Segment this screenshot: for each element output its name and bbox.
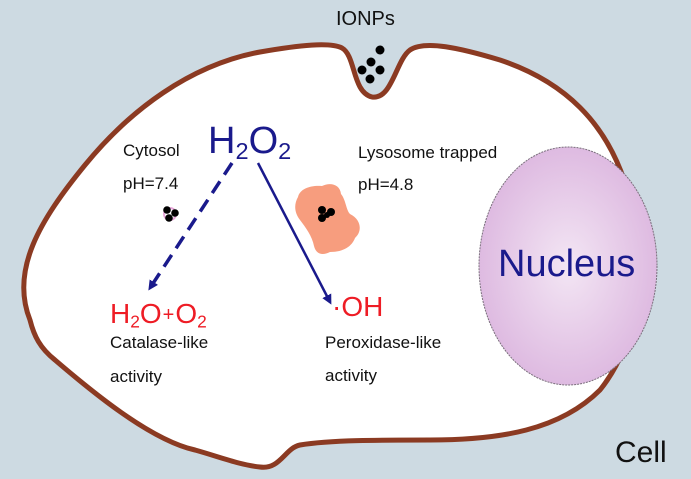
ionp-particle (318, 214, 326, 222)
ionp-particle (366, 57, 376, 67)
ionp-particle (357, 65, 367, 75)
ionp-particle (163, 206, 171, 214)
peroxidase-activity-line1: Peroxidase-like (325, 333, 442, 352)
cytosol-label: Cytosol (123, 141, 180, 160)
catalase-arrow (148, 162, 234, 291)
lysosome-label: Lysosome trapped (358, 143, 498, 162)
ionp-particle (365, 74, 375, 84)
h2o2-reactant: H2O2 (208, 120, 292, 164)
cell-label: Cell (615, 436, 667, 469)
ionp-particle (375, 45, 385, 55)
ionp-particle (375, 65, 385, 75)
lysosome (295, 184, 360, 254)
peroxidase-arrow (256, 162, 332, 305)
hydroxyl-radical-product: ·OH (332, 291, 384, 322)
ionp-cluster-cytosol (163, 206, 179, 222)
catalase-activity-line2: activity (110, 367, 162, 386)
cytosol-ph-label: pH=7.4 (123, 174, 179, 193)
lysosome-ph-label: pH=4.8 (358, 175, 414, 194)
ionp-particle (324, 212, 330, 218)
catalase-activity-line1: Catalase-like (110, 333, 209, 352)
ionp-particle (165, 214, 173, 222)
ionp-particle (318, 206, 326, 214)
nucleus-label: Nucleus (498, 243, 636, 285)
ionps-label: IONPs (336, 8, 395, 30)
ionp-cluster-endocytosis (357, 45, 385, 84)
catalase-product: H2O+O2 (110, 298, 207, 332)
peroxidase-activity-line2: activity (325, 366, 377, 385)
ionp-particle (171, 209, 179, 217)
nucleus (478, 146, 658, 386)
ionp-cluster-lysosome (318, 206, 335, 222)
